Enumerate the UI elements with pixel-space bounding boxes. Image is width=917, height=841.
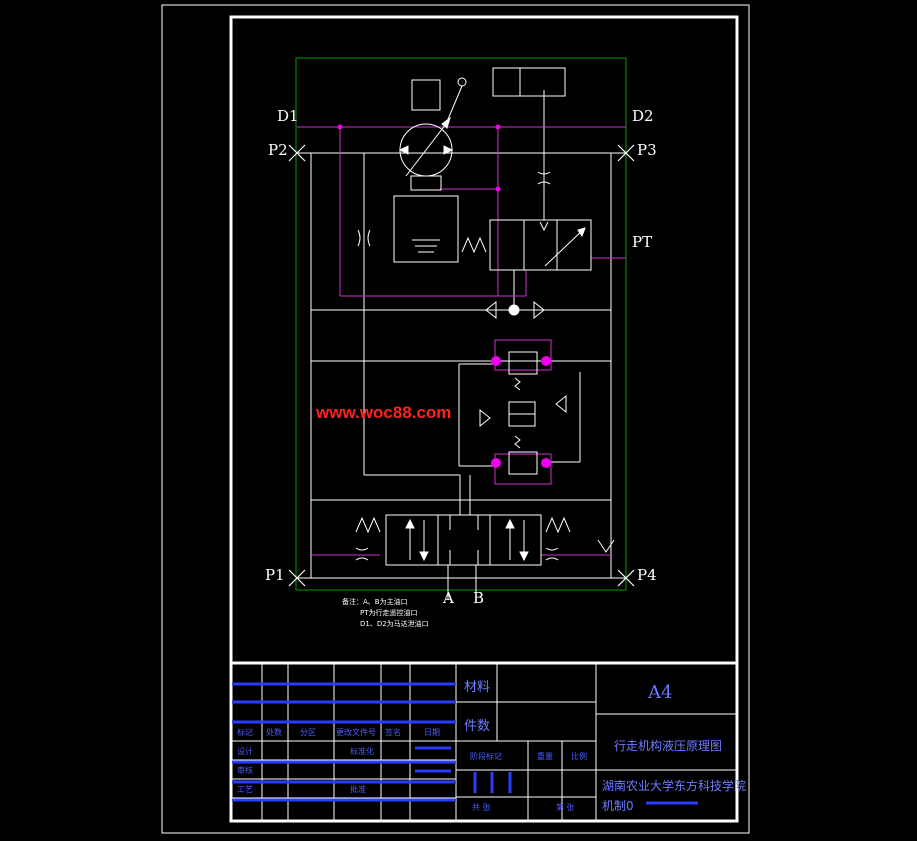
sheet-number: 第 张 xyxy=(556,803,575,812)
port-p2-label: P2 xyxy=(268,141,288,159)
std-label: 批准 xyxy=(350,785,366,794)
title-block-grid xyxy=(231,661,737,822)
note-line: PT为行走遥控油口 xyxy=(360,609,418,617)
relief-valves xyxy=(479,351,615,553)
drawing-title: 行走机构液压原理图 xyxy=(614,739,723,753)
port-pt-label: PT xyxy=(632,233,653,251)
shuttle-valve xyxy=(485,300,545,320)
sheet-total: 共 张 xyxy=(472,803,491,812)
valve-block-outline xyxy=(295,57,627,591)
main-directional-valve xyxy=(355,514,571,566)
outer-frame xyxy=(161,4,750,834)
header-cell: 签名 xyxy=(385,728,401,737)
orifices xyxy=(355,171,559,561)
sign-row-label: 审核 xyxy=(237,766,253,775)
sign-row-label: 工艺 xyxy=(237,785,253,794)
main-lines xyxy=(297,90,626,600)
port-d2-label: D2 xyxy=(632,107,654,125)
stage-label: 阶段标记 xyxy=(470,752,502,761)
port-d1-label: D1 xyxy=(277,107,299,125)
header-cell: 日期 xyxy=(424,728,440,737)
school-name: 湖南农业大学东方科技学院 xyxy=(602,779,747,793)
watermark: www.woc88.com xyxy=(316,403,452,422)
title-block-blue-bars xyxy=(232,682,698,805)
pilot-lines xyxy=(297,126,626,556)
weight-label: 重量 xyxy=(537,752,553,761)
header-cell: 处数 xyxy=(266,728,282,737)
motor-symbol xyxy=(393,67,566,263)
sign-row-label: 设计 xyxy=(237,747,253,756)
note-line: D1、D2为马达泄油口 xyxy=(360,620,429,628)
port-p4-label: P4 xyxy=(637,566,657,584)
note-line: 备注：A、B为主油口 xyxy=(342,598,408,606)
port-p1-label: P1 xyxy=(265,566,285,584)
header-cell: 更改文件号 xyxy=(336,728,376,737)
port-b-label: B xyxy=(473,589,485,607)
scale-label: 比例 xyxy=(571,752,587,761)
pt-directional-valve xyxy=(461,219,592,271)
material-label: 材料 xyxy=(464,680,491,695)
header-cell: 分区 xyxy=(300,728,316,737)
std-label: 标准化 xyxy=(350,747,374,756)
quantity-label: 件数 xyxy=(464,719,491,734)
port-crosses xyxy=(288,144,635,587)
junction-nodes xyxy=(337,124,551,468)
header-cell: 标记 xyxy=(237,728,253,737)
class-label: 机制0 xyxy=(602,799,634,813)
port-p3-label: P3 xyxy=(637,141,657,159)
paper-size: A4 xyxy=(648,682,673,703)
port-a-label: A xyxy=(443,589,454,607)
